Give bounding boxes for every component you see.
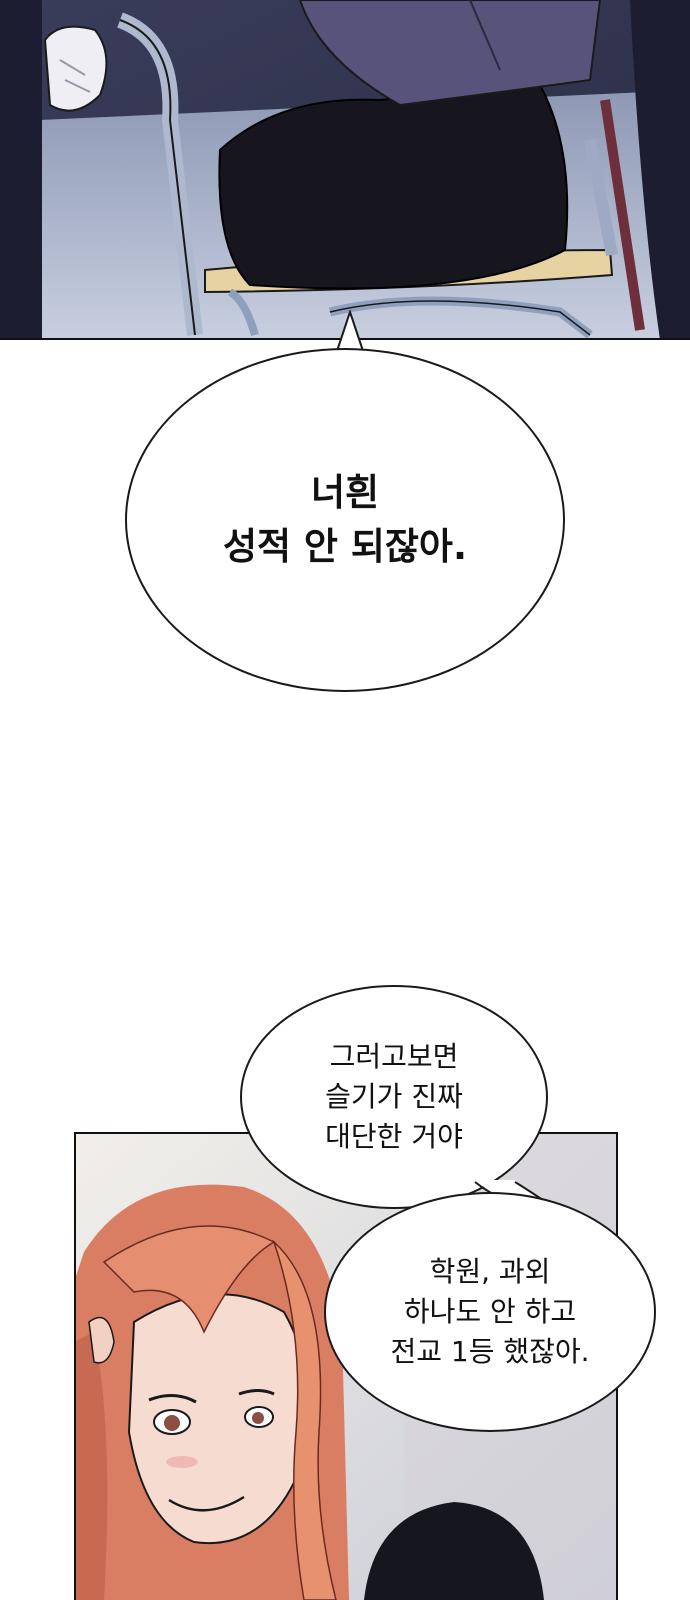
- speech-line: 학원, 과외: [429, 1255, 551, 1288]
- speech-bubble-3: 학원, 과외 하나도 안 하고 전교 1등 했잖아.: [324, 1192, 656, 1432]
- speech-line: 슬기가 진짜: [325, 1080, 463, 1113]
- speech-bubble-1: 너흰 성적 안 되잖아.: [125, 348, 565, 692]
- speech-bubble-tail: [336, 310, 365, 356]
- speech-line: 그러고보면: [329, 1040, 459, 1073]
- speech-line: 하나도 안 하고: [403, 1295, 577, 1328]
- top-panel-chair-illustration: [0, 0, 690, 340]
- chair-artwork: [0, 0, 690, 340]
- speech-line: 너흰: [310, 471, 380, 514]
- speech-line: 성적 안 되잖아.: [222, 525, 468, 568]
- speech-line: 전교 1등 했잖아.: [390, 1335, 590, 1368]
- speech-bubble-2: 그러고보면 슬기가 진짜 대단한 거야: [240, 985, 548, 1209]
- speech-line: 대단한 거야: [325, 1120, 463, 1153]
